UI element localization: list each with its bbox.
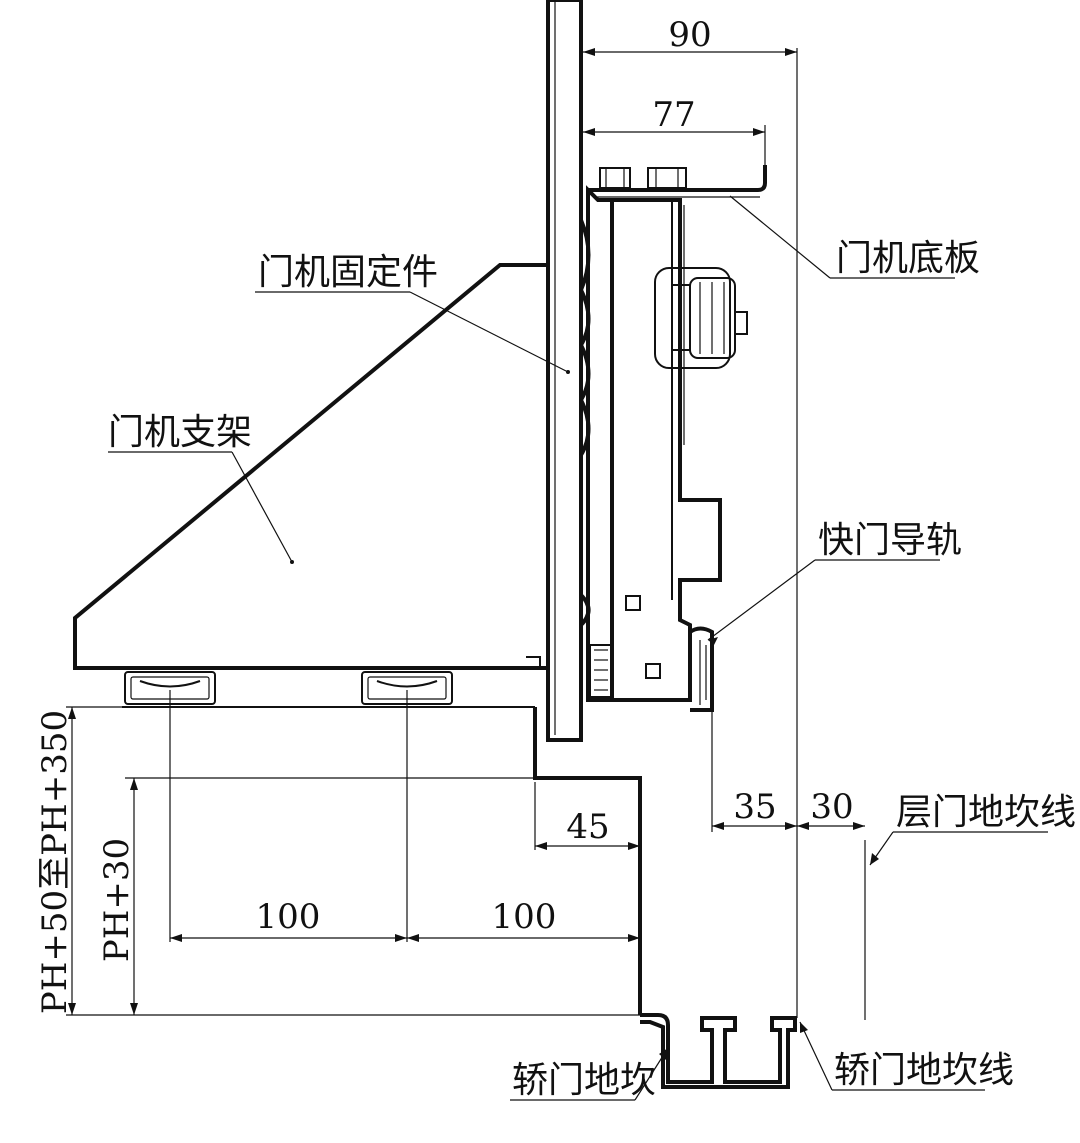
- label-text-fixture: 门机固定件: [258, 252, 438, 293]
- fast-door-guide-rail: [688, 626, 714, 712]
- dimension-ph30: PH+30: [97, 777, 535, 1015]
- door-machine-base-plate: [586, 165, 767, 702]
- lower-clamp-bracket: [589, 644, 613, 698]
- dimension-45: 45: [534, 782, 640, 850]
- dimension-100-100: 100 100: [169, 690, 640, 942]
- dimension-45-value: 45: [566, 807, 609, 847]
- label-text-bracket: 门机支架: [108, 412, 252, 453]
- label-door-machine-fixture: 门机固定件: [255, 252, 570, 374]
- door-hanger-roller-icon: [654, 267, 748, 369]
- dimension-100-left-value: 100: [256, 897, 321, 937]
- dimension-90-value: 90: [668, 15, 711, 55]
- door-machine-fixture-plate: [546, 0, 583, 742]
- guide-rollers: [579, 219, 591, 627]
- dimension-100-right-value: 100: [492, 897, 557, 937]
- dimension-35-30: 35 30: [712, 787, 865, 830]
- door-hanger-plate: [612, 198, 722, 702]
- mounting-hole-lower: [645, 663, 661, 679]
- label-text-car-sill: 轿门地坎: [512, 1060, 656, 1101]
- label-car-door-sill-line: 轿门地坎线: [799, 1021, 1014, 1091]
- label-text-car-sill-line: 轿门地坎线: [834, 1050, 1014, 1091]
- dimension-ph50-ph350: PH+50至PH+350: [35, 706, 640, 1016]
- dimension-30-value: 30: [810, 787, 853, 827]
- mounting-hole-upper: [625, 595, 641, 611]
- label-door-machine-bracket: 门机支架: [108, 412, 294, 564]
- dimension-90: 90: [583, 15, 797, 56]
- label-landing-sill-line: 层门地坎线: [869, 792, 1076, 866]
- dimension-77: 77: [583, 95, 766, 165]
- label-text-landing-sill-line: 层门地坎线: [896, 792, 1076, 833]
- car-sill-support-profile: [533, 707, 642, 1015]
- dimension-ph50-ph350-value: PH+50至PH+350: [35, 710, 75, 1014]
- label-car-door-sill: 轿门地坎: [510, 1047, 669, 1101]
- dimension-ph30-value: PH+30: [97, 838, 137, 962]
- dimension-35-value: 35: [733, 787, 776, 827]
- label-fast-door-guide-rail: 快门导轨: [707, 520, 962, 645]
- car-door-sill-profile: [640, 1013, 797, 1089]
- label-text-base-plate: 门机底板: [836, 238, 980, 279]
- dimension-77-value: 77: [652, 95, 695, 135]
- label-door-machine-base-plate: 门机底板: [729, 195, 980, 279]
- label-text-guide-rail: 快门导轨: [818, 520, 962, 561]
